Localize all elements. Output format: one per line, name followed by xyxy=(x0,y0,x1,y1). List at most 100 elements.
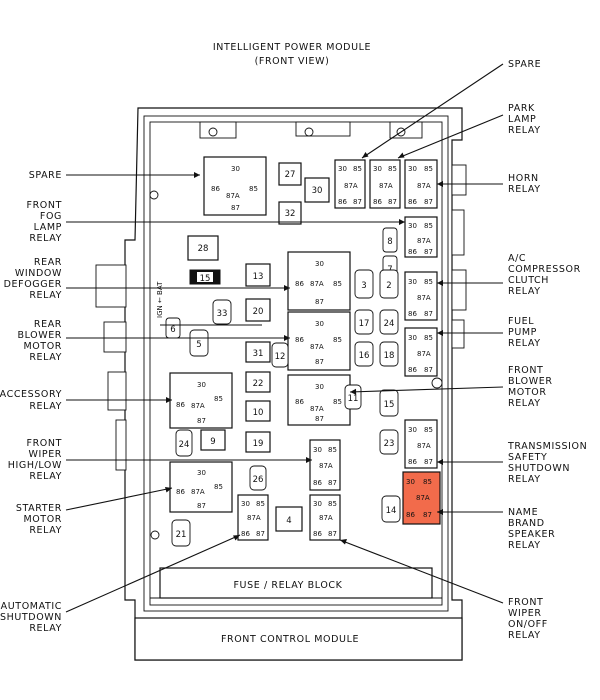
svg-text:18: 18 xyxy=(384,351,395,361)
svg-text:30: 30 xyxy=(313,500,322,508)
svg-text:WINDOW: WINDOW xyxy=(15,268,62,279)
svg-text:11: 11 xyxy=(348,394,359,404)
svg-text:30: 30 xyxy=(315,260,324,268)
svg-text:TRANSMISSION: TRANSMISSION xyxy=(507,441,587,452)
svg-text:30: 30 xyxy=(408,222,417,230)
svg-text:85: 85 xyxy=(424,334,433,342)
svg-text:85: 85 xyxy=(333,280,342,288)
svg-text:5: 5 xyxy=(196,340,201,350)
svg-text:RELAY: RELAY xyxy=(29,352,62,363)
svg-text:87A: 87A xyxy=(191,488,205,496)
svg-text:RELAY: RELAY xyxy=(29,471,62,482)
fuse-relay-block-label: FUSE / RELAY BLOCK xyxy=(233,580,342,591)
mini-relay-pin-labels: 30 85 87A 86 87 30 85 87A 86 87 30 85 87… xyxy=(241,165,433,538)
svg-text:WIPER: WIPER xyxy=(28,449,62,460)
svg-text:6: 6 xyxy=(170,325,175,335)
svg-text:30: 30 xyxy=(315,320,324,328)
svg-text:REAR: REAR xyxy=(34,319,62,330)
svg-text:30: 30 xyxy=(408,278,417,286)
svg-text:8: 8 xyxy=(387,237,392,247)
svg-text:FUEL: FUEL xyxy=(508,316,534,327)
svg-text:33: 33 xyxy=(217,309,228,319)
svg-text:30: 30 xyxy=(313,446,322,454)
svg-text:HORN: HORN xyxy=(508,173,539,184)
svg-text:BLOWER: BLOWER xyxy=(508,376,553,387)
svg-text:87: 87 xyxy=(328,530,337,538)
svg-text:85: 85 xyxy=(256,500,265,508)
svg-text:87: 87 xyxy=(197,417,206,425)
svg-text:21: 21 xyxy=(176,530,187,540)
svg-text:87: 87 xyxy=(424,198,433,206)
svg-text:SHUTDOWN: SHUTDOWN xyxy=(508,463,570,474)
svg-text:87A: 87A xyxy=(319,462,333,470)
svg-text:87A: 87A xyxy=(310,343,324,351)
front-control-module-label: FRONT CONTROL MODULE xyxy=(221,634,359,645)
svg-text:87: 87 xyxy=(231,204,240,212)
svg-text:87A: 87A xyxy=(417,237,431,245)
svg-text:86: 86 xyxy=(313,530,322,538)
svg-text:85: 85 xyxy=(424,278,433,286)
svg-text:30: 30 xyxy=(373,165,382,173)
svg-text:86: 86 xyxy=(406,511,415,519)
svg-text:85: 85 xyxy=(249,185,258,193)
svg-text:87A: 87A xyxy=(417,442,431,450)
svg-text:30: 30 xyxy=(406,478,415,486)
svg-text:FRONT: FRONT xyxy=(27,438,62,449)
svg-text:87A: 87A xyxy=(247,514,261,522)
svg-text:87: 87 xyxy=(424,458,433,466)
svg-text:2: 2 xyxy=(386,281,391,291)
svg-text:24: 24 xyxy=(179,440,190,450)
svg-text:9: 9 xyxy=(210,437,215,447)
cartridge-fuses: 8 7 3 2 17 24 16 18 15 23 21 14 33 5 6 1… xyxy=(156,227,401,547)
svg-text:87: 87 xyxy=(424,366,433,374)
svg-text:A/C: A/C xyxy=(508,253,526,264)
svg-text:87: 87 xyxy=(423,511,432,519)
svg-text:87A: 87A xyxy=(417,294,431,302)
svg-text:ON/OFF: ON/OFF xyxy=(508,619,548,630)
svg-text:AUTOMATIC: AUTOMATIC xyxy=(1,601,62,612)
svg-text:RELAY: RELAY xyxy=(508,540,541,551)
svg-text:FOG: FOG xyxy=(40,211,62,222)
svg-text:85: 85 xyxy=(353,165,362,173)
svg-text:RELAY: RELAY xyxy=(508,125,541,136)
svg-text:MOTOR: MOTOR xyxy=(23,341,62,352)
svg-text:31: 31 xyxy=(253,349,264,359)
svg-text:85: 85 xyxy=(214,395,223,403)
fuses: 27 30 32 28 15 13 20 31 22 10 19 9 4 xyxy=(187,162,330,532)
svg-text:86: 86 xyxy=(295,398,304,406)
svg-text:85: 85 xyxy=(214,483,223,491)
svg-text:30: 30 xyxy=(408,165,417,173)
large-relays xyxy=(169,156,351,513)
svg-text:87A: 87A xyxy=(310,280,324,288)
svg-text:86: 86 xyxy=(313,479,322,487)
right-callouts: SPARE PARK LAMP RELAY HORN RELAY A/C COM… xyxy=(339,59,587,641)
svg-text:86: 86 xyxy=(338,198,347,206)
svg-text:24: 24 xyxy=(384,319,395,329)
svg-text:87A: 87A xyxy=(379,182,393,190)
relay-pin-labels: 30 86 87A 85 87 30 86 87A 85 87 30 86 87… xyxy=(176,165,342,510)
svg-text:19: 19 xyxy=(253,439,264,449)
svg-text:85: 85 xyxy=(424,165,433,173)
svg-text:SHUTDOWN: SHUTDOWN xyxy=(0,612,62,623)
svg-text:87: 87 xyxy=(328,479,337,487)
svg-text:87A: 87A xyxy=(417,182,431,190)
svg-text:RELAY: RELAY xyxy=(29,233,62,244)
svg-text:30: 30 xyxy=(197,469,206,477)
svg-text:RELAY: RELAY xyxy=(508,286,541,297)
svg-text:87A: 87A xyxy=(226,192,240,200)
svg-text:86: 86 xyxy=(373,198,382,206)
svg-text:86: 86 xyxy=(408,310,417,318)
svg-text:SPARE: SPARE xyxy=(508,59,541,70)
svg-text:FRONT: FRONT xyxy=(27,200,62,211)
svg-text:RELAY: RELAY xyxy=(508,338,541,349)
svg-text:87A: 87A xyxy=(319,514,333,522)
svg-text:87A: 87A xyxy=(191,402,205,410)
svg-text:MOTOR: MOTOR xyxy=(23,514,62,525)
name-brand-speaker-relay-highlight xyxy=(402,471,441,525)
svg-text:RELAY: RELAY xyxy=(29,401,62,412)
svg-text:LAMP: LAMP xyxy=(508,114,536,125)
svg-text:28: 28 xyxy=(198,244,209,254)
svg-text:30: 30 xyxy=(338,165,347,173)
mini-relays xyxy=(237,159,441,541)
